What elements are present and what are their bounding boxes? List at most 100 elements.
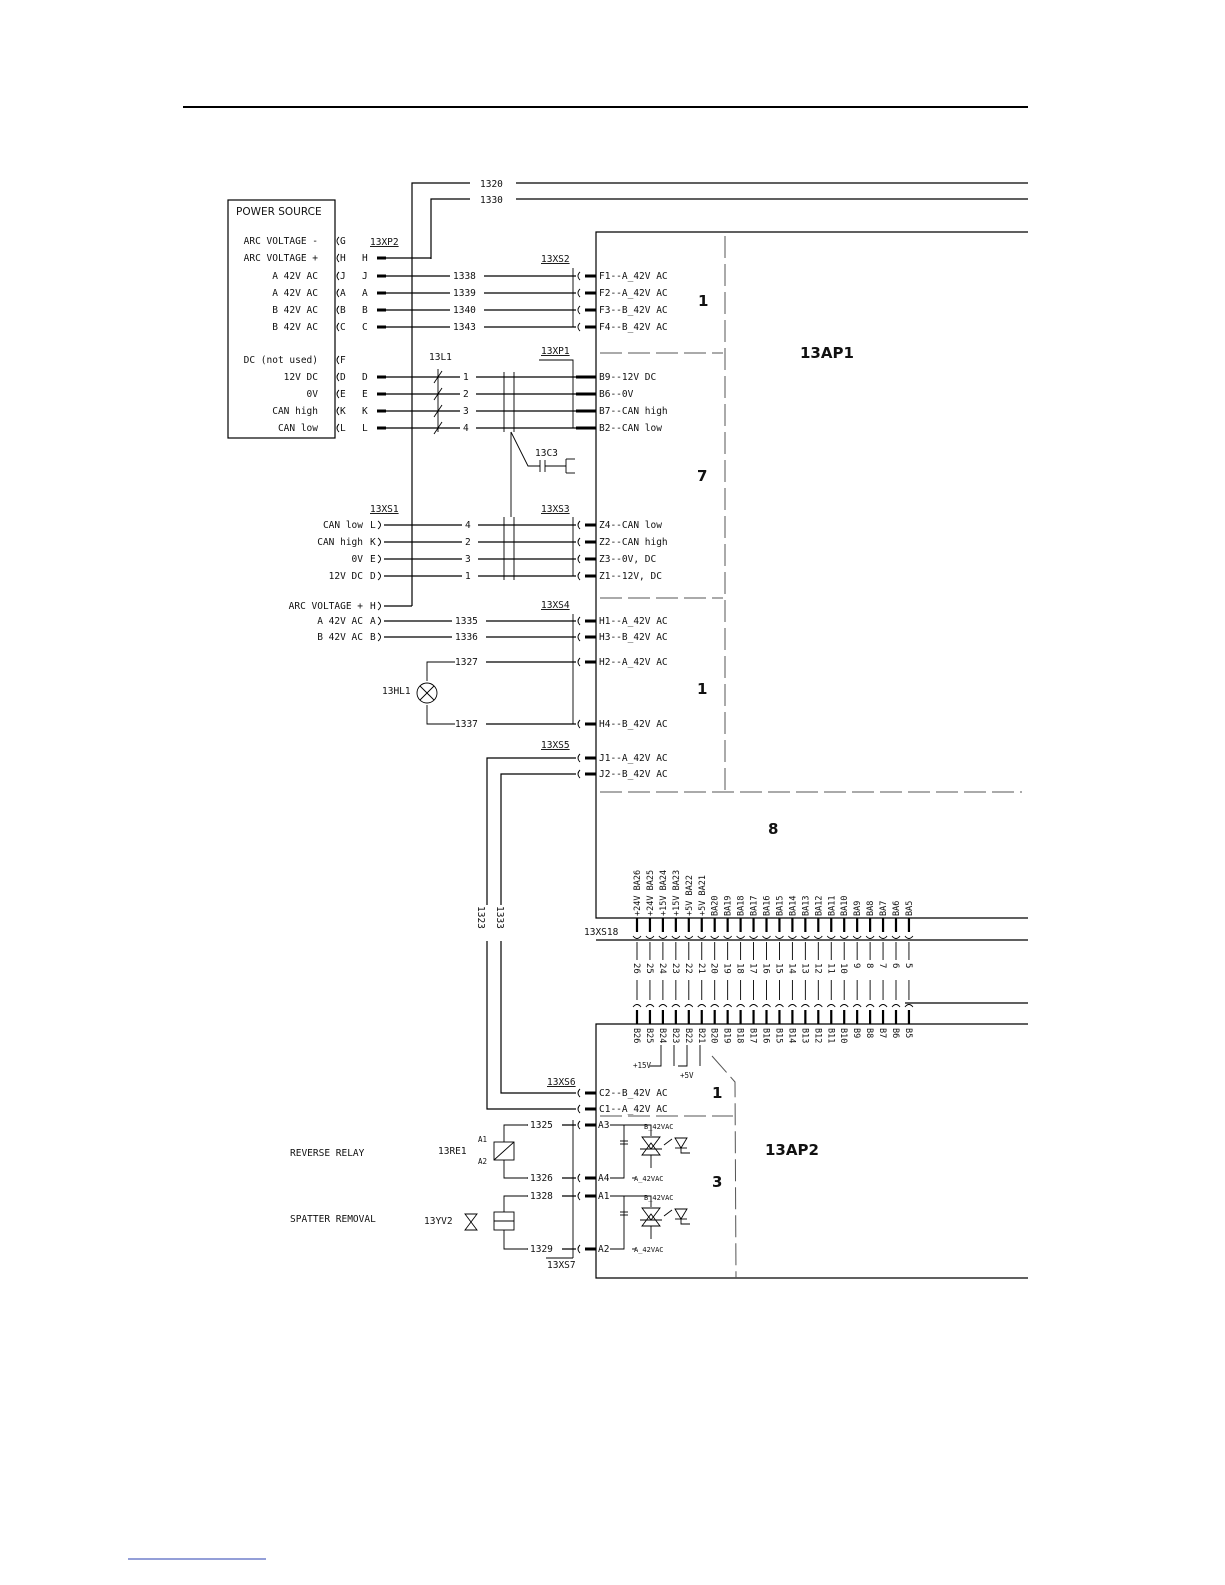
xs1-row-label: CAN low (323, 520, 363, 531)
xs18-pin-number: 9 (851, 963, 861, 968)
socket-symbol (577, 616, 581, 626)
socket-symbol (336, 355, 340, 365)
wire-number: 1335 (455, 616, 478, 627)
socket-symbol (697, 1004, 707, 1008)
wire-label-bg (528, 1242, 562, 1254)
socket-symbol (336, 423, 340, 433)
xs18-bottom-signal: B15 (773, 1028, 783, 1043)
xs4-pin-label: H3--B_42V AC (599, 632, 668, 643)
socket-symbol (878, 935, 888, 939)
xs18-bottom-signal: B8 (864, 1028, 874, 1038)
wire-label-bg (450, 286, 484, 298)
xs18-top-signal: BA16 (763, 896, 773, 916)
xs18-top-signal: BA17 (750, 896, 760, 916)
power-source-row-label: ARC VOLTAGE + (244, 253, 319, 264)
connector-bus (539, 359, 574, 428)
opto-led (680, 1219, 690, 1225)
xs2-pin-label: F3--B_42V AC (599, 305, 668, 316)
socket-symbol (377, 632, 381, 642)
socket-symbol (377, 537, 381, 547)
xs2-pin-label: F4--B_42V AC (599, 322, 668, 333)
socket-symbol (336, 288, 340, 298)
ap2-section-3: 3 (712, 1173, 722, 1191)
wire-label-bg (528, 1171, 562, 1183)
opto-arrow (663, 1138, 673, 1146)
socket-symbol (577, 719, 581, 729)
xs18-pin-number: 6 (890, 963, 900, 968)
socket-symbol (671, 1004, 681, 1008)
xp1-pin-label: B2--CAN low (599, 423, 662, 434)
wire-number: 1325 (530, 1120, 553, 1131)
xs1-row-label: CAN high (317, 537, 363, 548)
lamp-wire-1337: 1337 (455, 719, 478, 730)
xs1-row-label: ARC VOLTAGE + (289, 601, 364, 612)
socket-symbol (723, 1004, 733, 1008)
power-source-pin: E (340, 389, 346, 400)
socket-symbol (645, 935, 655, 939)
xs1-row-label: 0V (352, 554, 364, 565)
socket-symbol (723, 935, 733, 939)
xs4-label: 13XS4 (541, 600, 570, 611)
xs18-pin-number: 25 (644, 963, 654, 974)
socket-symbol (710, 935, 720, 939)
wire-label-bg (528, 1189, 562, 1201)
socket-symbol (577, 305, 581, 315)
wire-label-bg (450, 320, 484, 332)
socket-symbol (377, 554, 381, 564)
xs18-top-signal: BA9 (853, 901, 863, 916)
wire-number: 1340 (453, 305, 476, 316)
xs2-pin-label: F2--A_42V AC (599, 288, 668, 299)
power-source-row-label: CAN low (278, 423, 318, 434)
xs5-pin-label: J2--B_42V AC (599, 769, 668, 780)
socket-symbol (577, 657, 581, 667)
xs18-top-signal: +15V BA23 (672, 870, 682, 916)
triac-symbol (641, 1207, 661, 1221)
socket-symbol (377, 520, 381, 530)
xs18-top-signal: +24V BA26 (633, 870, 643, 916)
xs18-bottom-signal: B21 (696, 1028, 706, 1043)
xs18-bottom-signal: B13 (799, 1028, 809, 1043)
socket-symbol (577, 1244, 581, 1254)
ap1-section-1a: 1 (698, 292, 708, 310)
socket-symbol (826, 935, 836, 939)
xs18-bottom-signal: B6 (890, 1028, 900, 1038)
xp2-label: 13XP2 (370, 237, 399, 248)
socket-symbol (632, 1004, 642, 1008)
power-source-pin: F (340, 355, 346, 366)
xs18-top-signal: BA18 (737, 896, 747, 916)
valve-13yv2-label: 13YV2 (424, 1216, 453, 1227)
wire-label-bg (462, 569, 478, 581)
xs18-pin-number: 15 (773, 963, 783, 974)
xs5-label: 13XS5 (541, 740, 570, 751)
socket-symbol (577, 537, 581, 547)
xs18-pin-number: 22 (683, 963, 693, 974)
wire-number: 1339 (453, 288, 476, 299)
power-source-row-label: B 42V AC (272, 322, 318, 333)
xs1-label: 13XS1 (370, 504, 399, 515)
xs3-pin-label: Z2--CAN high (599, 537, 668, 548)
xs18-pin-number: 8 (864, 963, 874, 968)
xs18-bottom-signal: B25 (644, 1028, 654, 1043)
ap1-section-7: 7 (697, 467, 707, 485)
board-13ap2: 13AP2 1 3 +15V +5V (595, 1023, 1028, 1279)
xs18-top-signal: +5V BA22 (685, 875, 695, 916)
xs18-pin-number: 10 (838, 963, 848, 974)
wire-label-bg (460, 404, 476, 416)
xs18-top-signal: BA19 (724, 896, 734, 916)
socket-symbol (577, 769, 581, 779)
lamp-wire-1327: 1327 (455, 657, 478, 668)
wire-label-bg (460, 421, 476, 433)
power-source-pin: J (340, 271, 346, 282)
xs18-top-signal: BA8 (866, 901, 876, 916)
xs18-top-signal: +24V BA25 (646, 870, 656, 916)
socket-symbol (904, 935, 914, 939)
socket-symbol (377, 571, 381, 581)
socket-symbol (891, 935, 901, 939)
xs6-label: 13XS6 (547, 1077, 576, 1088)
choke-13l1 (437, 369, 515, 432)
power-source-pin: K (340, 406, 346, 417)
xs18-bottom-signal: B19 (722, 1028, 732, 1043)
xp1-pin-label: B6--0V (599, 389, 634, 400)
triac-wire (624, 1195, 652, 1207)
